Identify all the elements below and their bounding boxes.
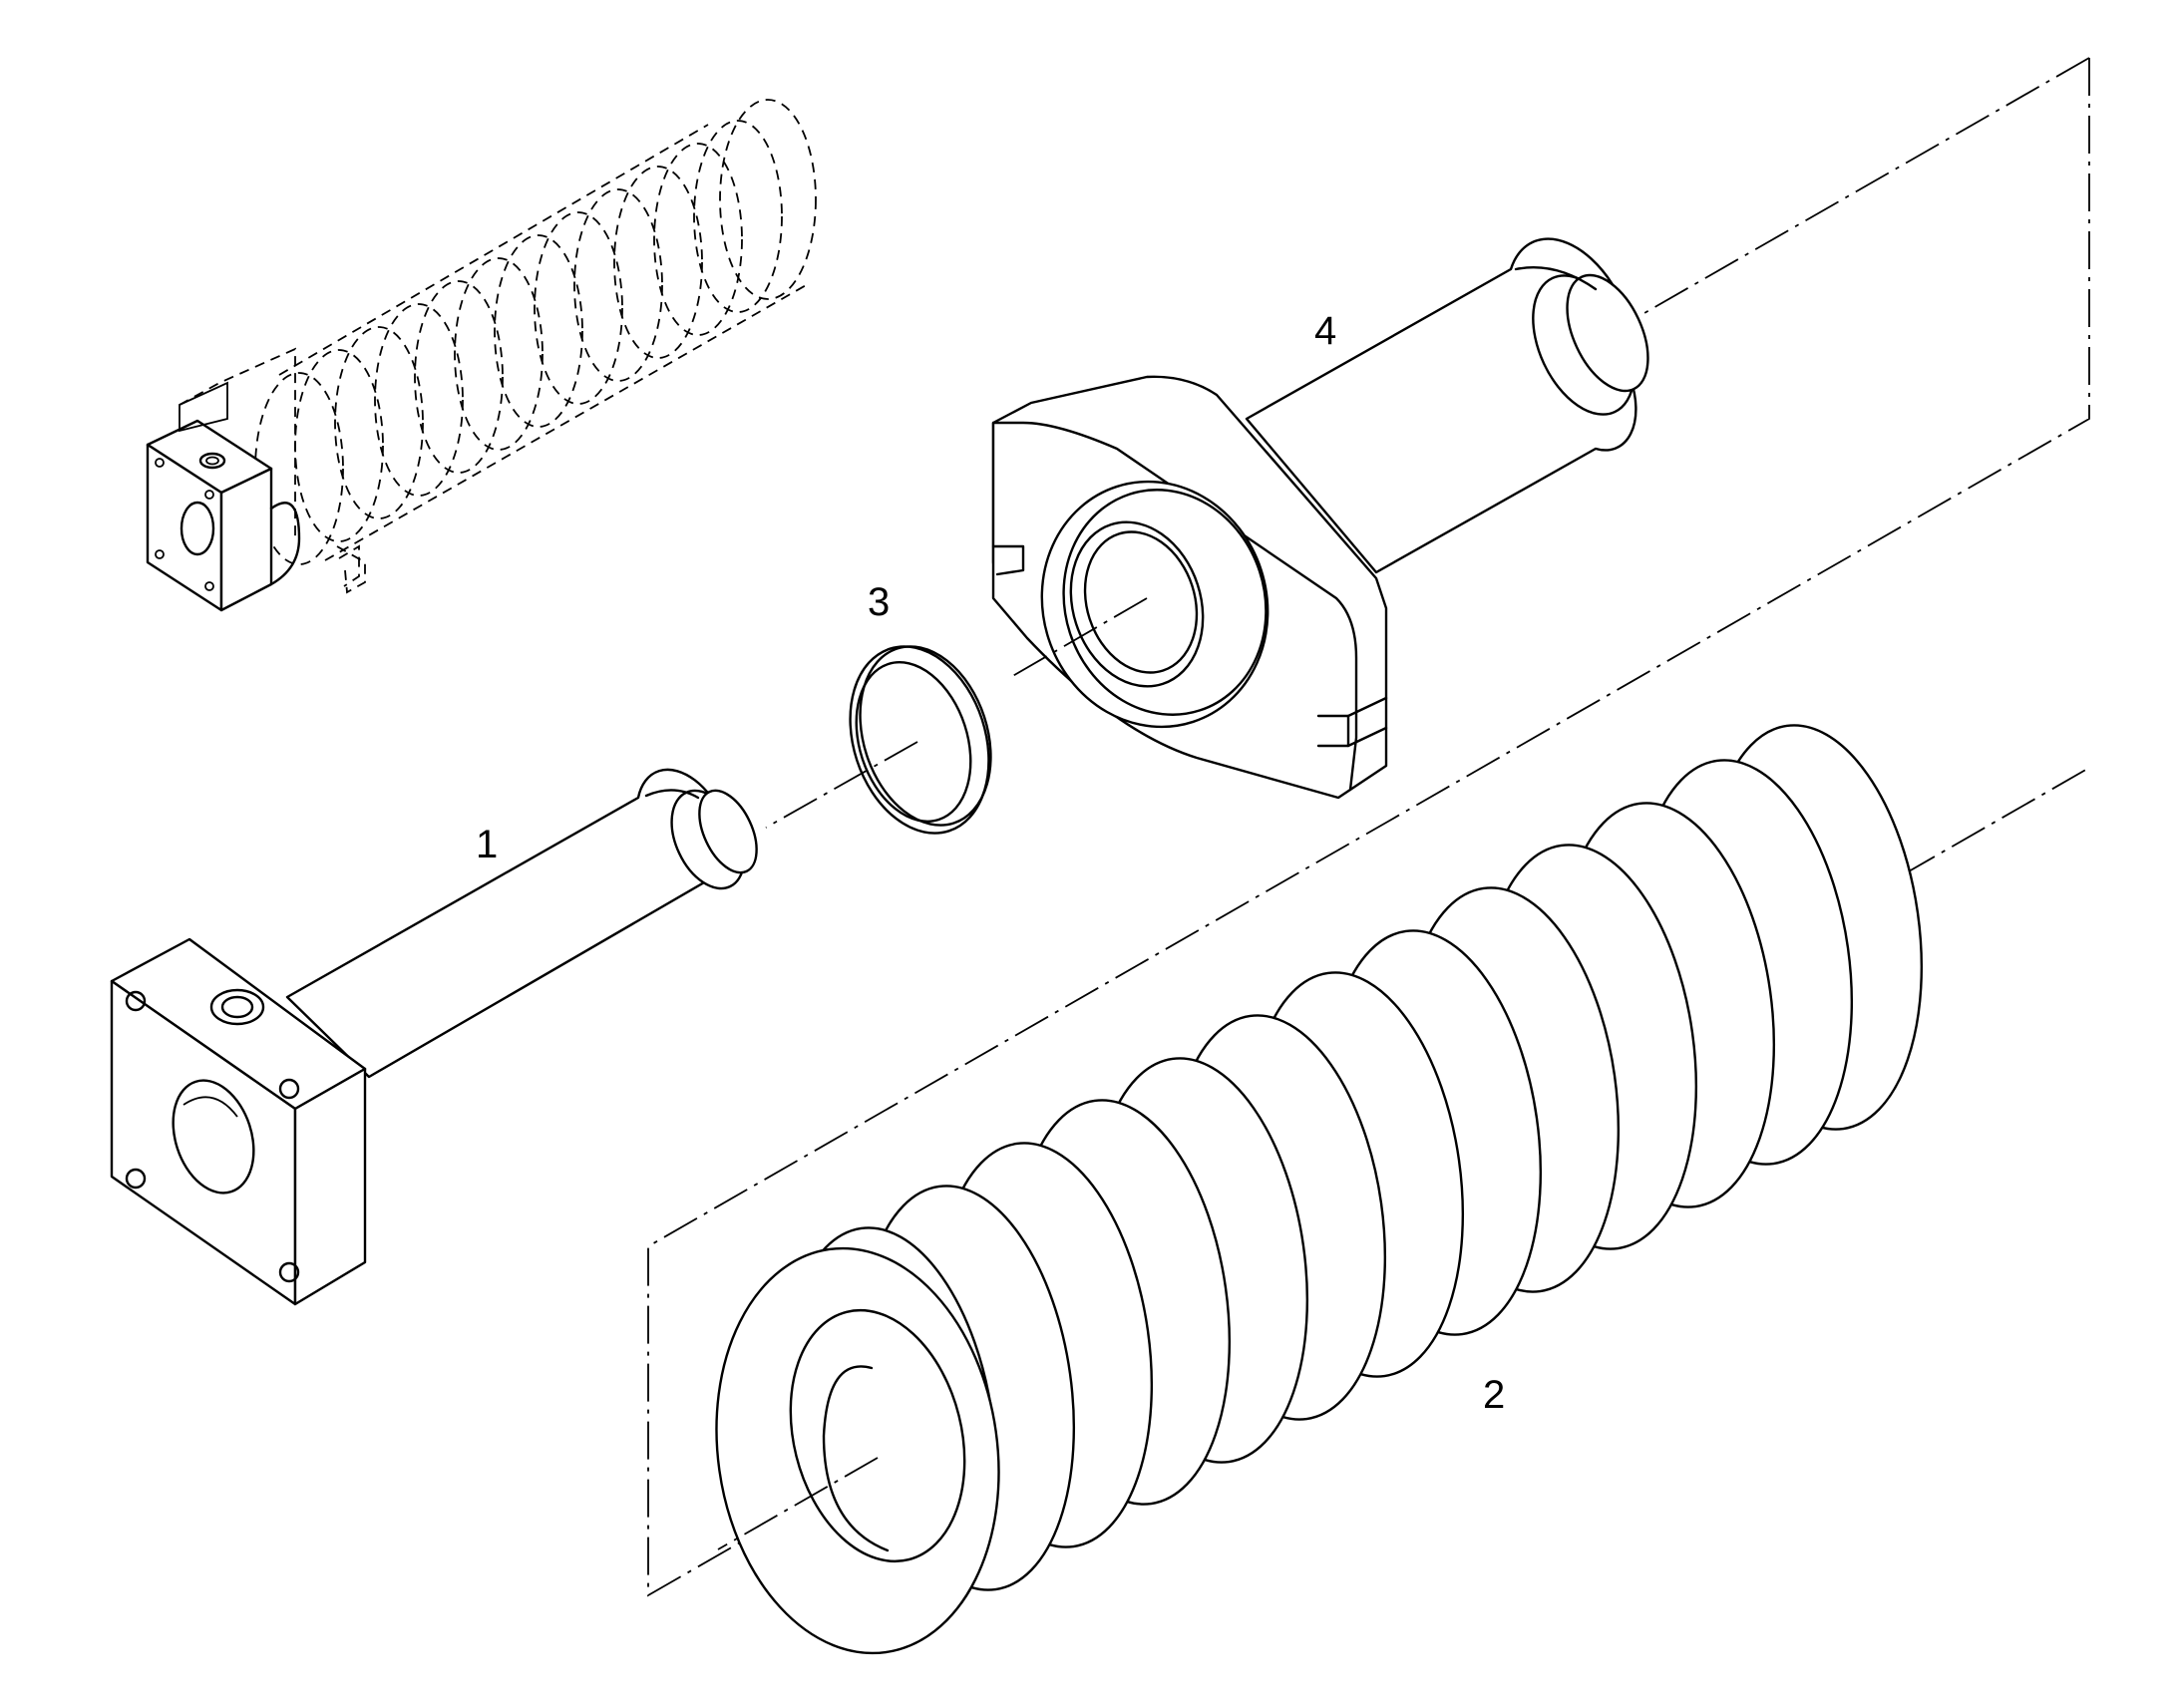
part-label-3: 3 <box>868 580 890 624</box>
part-label-2: 2 <box>1483 1373 1505 1417</box>
center-axes <box>717 597 1148 1550</box>
part-label-1: 1 <box>476 823 498 866</box>
part-4-cylinder-bracket <box>991 237 1649 800</box>
part-3-ring <box>849 645 992 835</box>
assembled-overview <box>146 99 817 612</box>
overview-flange <box>146 381 301 612</box>
overview-spring <box>254 99 817 587</box>
overview-bracket <box>179 347 366 594</box>
part-2-coil-spring <box>715 724 1924 1655</box>
part-label-4: 4 <box>1314 309 1336 353</box>
part-1-rod-flange <box>110 768 758 1306</box>
